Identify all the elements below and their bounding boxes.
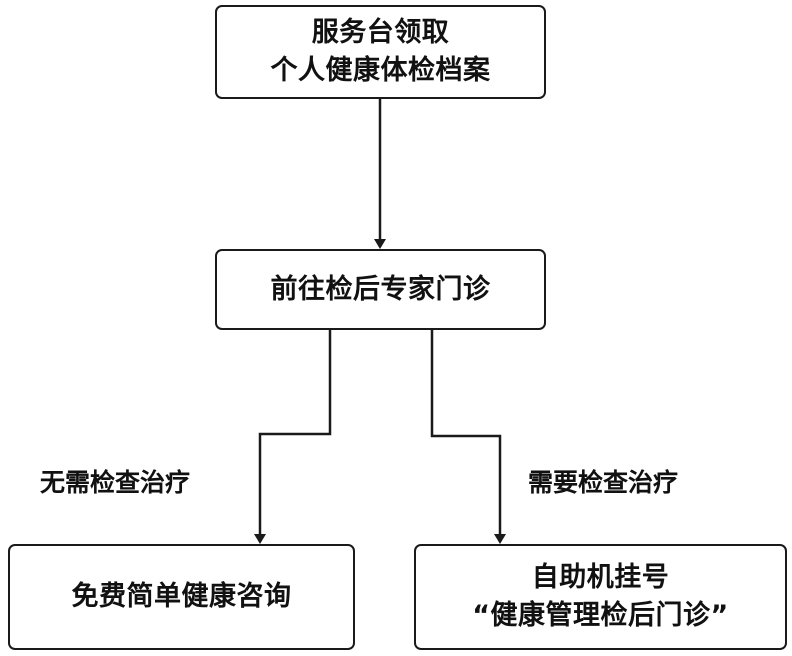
node-self-service-registration: 自助机挂号 “健康管理检后门诊”: [414, 544, 787, 650]
edge-label-no-treatment: 无需检查治疗: [40, 468, 191, 497]
node-start-line1: 服务台领取: [311, 17, 450, 48]
node-expert-clinic: 前往检后专家门诊: [215, 249, 546, 330]
node-registration-line1: 自助机挂号: [531, 562, 670, 593]
node-expert-clinic-label: 前往检后专家门诊: [270, 273, 491, 305]
node-registration-line2: “健康管理检后门诊”: [472, 600, 729, 631]
node-free-consult-label: 免费简单健康咨询: [71, 581, 292, 612]
node-start-line2: 个人健康体检档案: [270, 55, 491, 86]
connector-expert-to-free-consult: [254, 330, 332, 544]
connector-expert-to-registration: [430, 330, 506, 544]
node-free-health-consult: 免费简单健康咨询: [8, 544, 355, 650]
node-collect-health-record: 服务台领取 个人健康体检档案: [215, 5, 546, 99]
edge-label-need-treatment: 需要检查治疗: [528, 468, 679, 497]
